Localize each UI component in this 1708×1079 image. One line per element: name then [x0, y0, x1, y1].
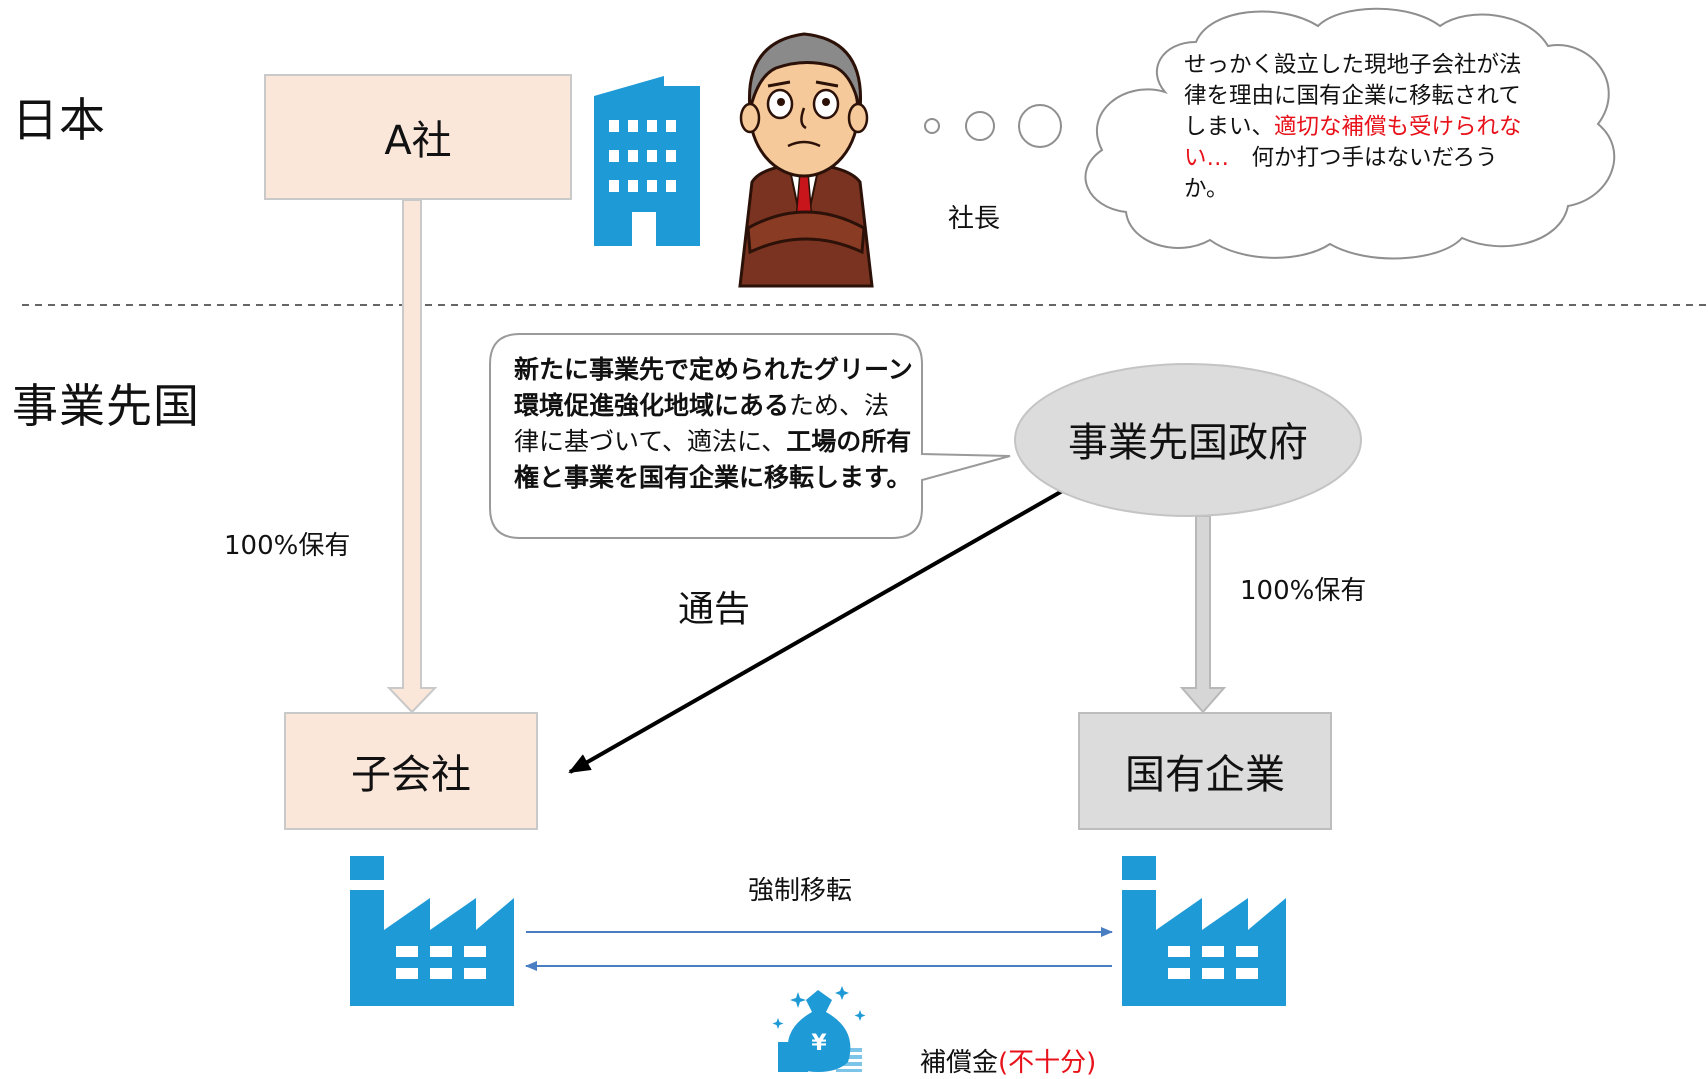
speech-bubble-text: 新たに事業先で定められたグリーン環境促進強化地域にあるため、法律に基づいて、適法…: [514, 352, 914, 496]
speech-text-normal: ため、法律に基づいて、適法に、: [514, 391, 890, 456]
speech-text-bold2: 工場の所有権と事業を国有企業に移転します。: [514, 427, 912, 492]
thought-dot-large: [1018, 104, 1062, 148]
state-enterprise-label: 国有企業: [1125, 752, 1285, 798]
president-label: 社長: [948, 204, 1001, 234]
region-label-japan: 日本: [12, 93, 106, 147]
ownership-arrow-right: [1179, 515, 1227, 714]
notice-label: 通告: [678, 589, 751, 630]
subsidiary-label: 子会社: [351, 752, 471, 798]
ownership-arrow-left: [386, 199, 438, 714]
money-bag-icon: ¥: [772, 986, 866, 1072]
president-icon: [738, 32, 874, 288]
company-a-label: A社: [384, 118, 452, 164]
speech-text-bold1: 新たに事業先で定められたグリーン環境促進強化地域にある: [514, 355, 913, 420]
thought-text-part3: 何か打つ手はないだろうか。: [1184, 145, 1498, 202]
thought-text-part1: せっかく設立した現地子会社が法律を理由に国有企業に移転されてしまい、: [1184, 52, 1522, 140]
thought-dot-small: [924, 118, 940, 134]
thought-dot-medium: [965, 111, 995, 141]
thought-bubble: [924, 7, 1616, 260]
factory-icon-left: [350, 856, 514, 1006]
speech-bubble: [489, 333, 1011, 539]
forced-transfer-label: 強制移転: [748, 876, 853, 906]
region-label-host-country: 事業先国: [12, 379, 200, 433]
compensation-label: 補償金(不十分): [920, 1042, 1096, 1079]
office-building-icon: [594, 76, 700, 246]
company-a-box: A社: [264, 74, 572, 200]
government-ellipse: [1014, 363, 1362, 517]
factory-icon-right: [1122, 856, 1286, 1006]
ownership-label-right: 100%保有: [1240, 576, 1367, 606]
thought-text-red: 適切な補償も受けられない…: [1184, 114, 1522, 171]
state-enterprise-box: 国有企業: [1078, 712, 1332, 830]
thought-bubble-text: せっかく設立した現地子会社が法律を理由に国有企業に移転されてしまい、適切な補償も…: [1184, 50, 1530, 205]
subsidiary-box: 子会社: [284, 712, 538, 830]
compensation-note: (不十分): [998, 1048, 1097, 1078]
ownership-label-left: 100%保有: [224, 531, 351, 561]
government-label: 事業先国政府: [1068, 420, 1308, 466]
compensation-text: 補償金: [920, 1048, 999, 1078]
svg-text:¥: ¥: [811, 1031, 827, 1056]
notice-arrow: [568, 488, 1065, 774]
